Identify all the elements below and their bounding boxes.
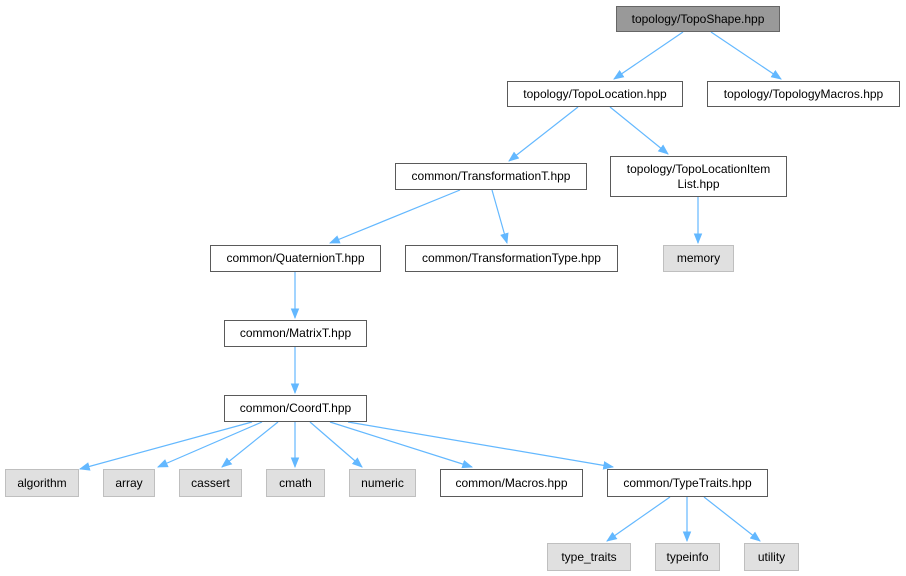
edge-topo-shape-to-topo-location [613, 31, 684, 80]
node-typeinfo[interactable]: typeinfo [655, 543, 720, 571]
node-label: common/CoordT.hpp [239, 401, 352, 415]
node-label: common/QuaternionT.hpp [226, 251, 365, 265]
node-topology-macros[interactable]: topology/TopologyMacros.hpp [707, 81, 900, 107]
node-label: cassert [191, 475, 230, 490]
node-utility[interactable]: utility [744, 543, 799, 571]
node-label: topology/TopologyMacros.hpp [723, 86, 884, 101]
edge-coord-t-to-macros [329, 421, 474, 469]
edge-coord-t-to-algorithm [78, 421, 253, 471]
edge-coord-t-to-numeric [309, 421, 363, 468]
node-transformation-type[interactable]: common/TransformationType.hpp [405, 245, 618, 272]
edge-type-traits-hpp-to-utility [703, 496, 761, 542]
edge-coord-t-to-cassert [221, 421, 279, 468]
node-type-traits-hpp[interactable]: common/TypeTraits.hpp [607, 469, 768, 497]
edge-transformation-t-to-quaternion-t [328, 189, 461, 244]
node-label: topology/TopoShape.hpp [631, 11, 765, 26]
node-type-traits[interactable]: type_traits [547, 543, 631, 571]
node-label: common/Macros.hpp [455, 475, 568, 490]
node-label: cmath [279, 475, 312, 490]
node-macros[interactable]: common/Macros.hpp [440, 469, 583, 497]
node-numeric[interactable]: numeric [349, 469, 416, 497]
node-label-line-2: List.hpp [677, 176, 720, 191]
node-label: typeinfo [666, 549, 709, 564]
node-label: type_traits [561, 549, 617, 564]
node-label: common/MatrixT.hpp [239, 326, 352, 340]
edge-coord-t-to-array [157, 421, 263, 468]
node-memory[interactable]: memory [663, 245, 734, 272]
edge-topo-location-to-transformation-t [508, 106, 579, 162]
edge-type-traits-hpp-to-type-traits [606, 496, 671, 542]
node-quaternion-t[interactable]: common/QuaternionT.hpp [210, 245, 381, 272]
node-topo-location[interactable]: topology/TopoLocation.hpp [507, 81, 683, 107]
edge-coord-t-to-type-traits-hpp [347, 421, 615, 470]
node-array[interactable]: array [103, 469, 155, 497]
edge-topo-location-to-topo-location-item-list [609, 106, 669, 155]
edge-topo-shape-to-topology-macros [710, 31, 782, 80]
node-cassert[interactable]: cassert [179, 469, 242, 497]
node-label: topology/TopoLocation.hpp [523, 86, 667, 101]
node-topo-location-item-list[interactable]: topology/TopoLocationItem List.hpp [610, 156, 787, 197]
node-transformation-t[interactable]: common/TransformationT.hpp [395, 163, 587, 190]
node-algorithm[interactable]: algorithm [5, 469, 79, 497]
node-label: utility [757, 549, 786, 564]
node-matrix-t[interactable]: common/MatrixT.hpp [224, 320, 367, 347]
node-topo-shape[interactable]: topology/TopoShape.hpp [616, 6, 780, 32]
edge-transformation-t-to-transformation-type [491, 189, 509, 245]
node-label: common/TransformationType.hpp [422, 251, 601, 265]
node-label: numeric [361, 475, 404, 490]
node-cmath[interactable]: cmath [266, 469, 325, 497]
node-label: array [115, 475, 143, 490]
node-label: memory [676, 251, 721, 265]
node-label: algorithm [17, 475, 67, 490]
node-coord-t[interactable]: common/CoordT.hpp [224, 395, 367, 422]
node-label: common/TransformationT.hpp [411, 169, 571, 183]
node-label-line-1: topology/TopoLocationItem [626, 161, 771, 176]
node-label: common/TypeTraits.hpp [623, 475, 752, 490]
